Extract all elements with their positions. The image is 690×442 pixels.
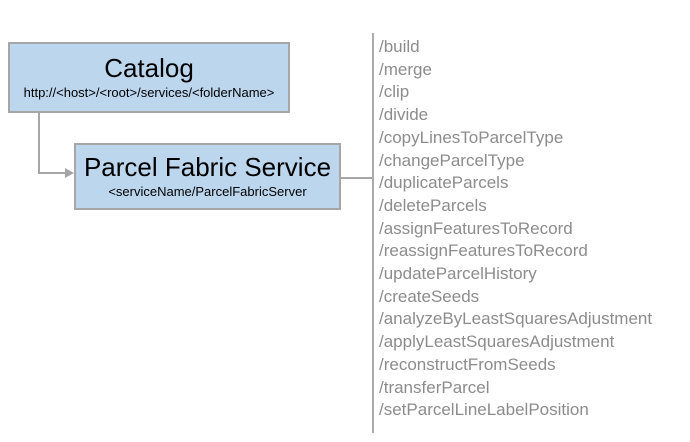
operations-divider-line	[372, 33, 374, 433]
operation-item: /reassignFeaturesToRecord	[379, 241, 588, 261]
operation-item: /copyLinesToParcelType	[379, 127, 564, 147]
operation-item: /applyLeastSquaresAdjustment	[379, 332, 615, 352]
service-title: Parcel Fabric Service	[83, 151, 332, 182]
operation-item: /duplicateParcels	[379, 173, 509, 193]
connector-service-to-operations	[341, 177, 373, 179]
operation-item: /clip	[379, 82, 410, 102]
operation-item: /build	[379, 37, 420, 56]
parcel-fabric-service-node: Parcel Fabric Service <serviceName/Parce…	[74, 143, 341, 210]
service-url-pattern: <serviceName/ParcelFabricServer	[108, 184, 307, 199]
connector-catalog-vertical	[38, 113, 40, 174]
operation-item: /divide	[379, 105, 429, 125]
operation-item: /transferParcel	[379, 377, 490, 397]
operation-item: /setParcelLineLabelPosition	[379, 400, 589, 420]
operation-item: /deleteParcels	[379, 195, 487, 215]
arrow-right-icon	[65, 168, 74, 178]
operation-item: /merge	[379, 59, 432, 79]
connector-catalog-horizontal	[38, 172, 67, 174]
operation-item: /analyzeByLeastSquaresAdjustment	[379, 309, 653, 329]
catalog-node: Catalog http://<host>/<root>/services/<f…	[8, 42, 290, 113]
operation-item: /updateParcelHistory	[379, 264, 537, 284]
operation-item: /createSeeds	[379, 286, 480, 306]
operation-item: /reconstructFromSeeds	[379, 354, 556, 374]
operation-item: /assignFeaturesToRecord	[379, 218, 573, 238]
operation-item: /changeParcelType	[379, 150, 525, 170]
catalog-url-pattern: http://<host>/<root>/services/<folderNam…	[23, 85, 275, 100]
catalog-title: Catalog	[104, 52, 194, 83]
operations-list: /build/merge/clip/divide/copyLinesToParc…	[379, 36, 679, 422]
